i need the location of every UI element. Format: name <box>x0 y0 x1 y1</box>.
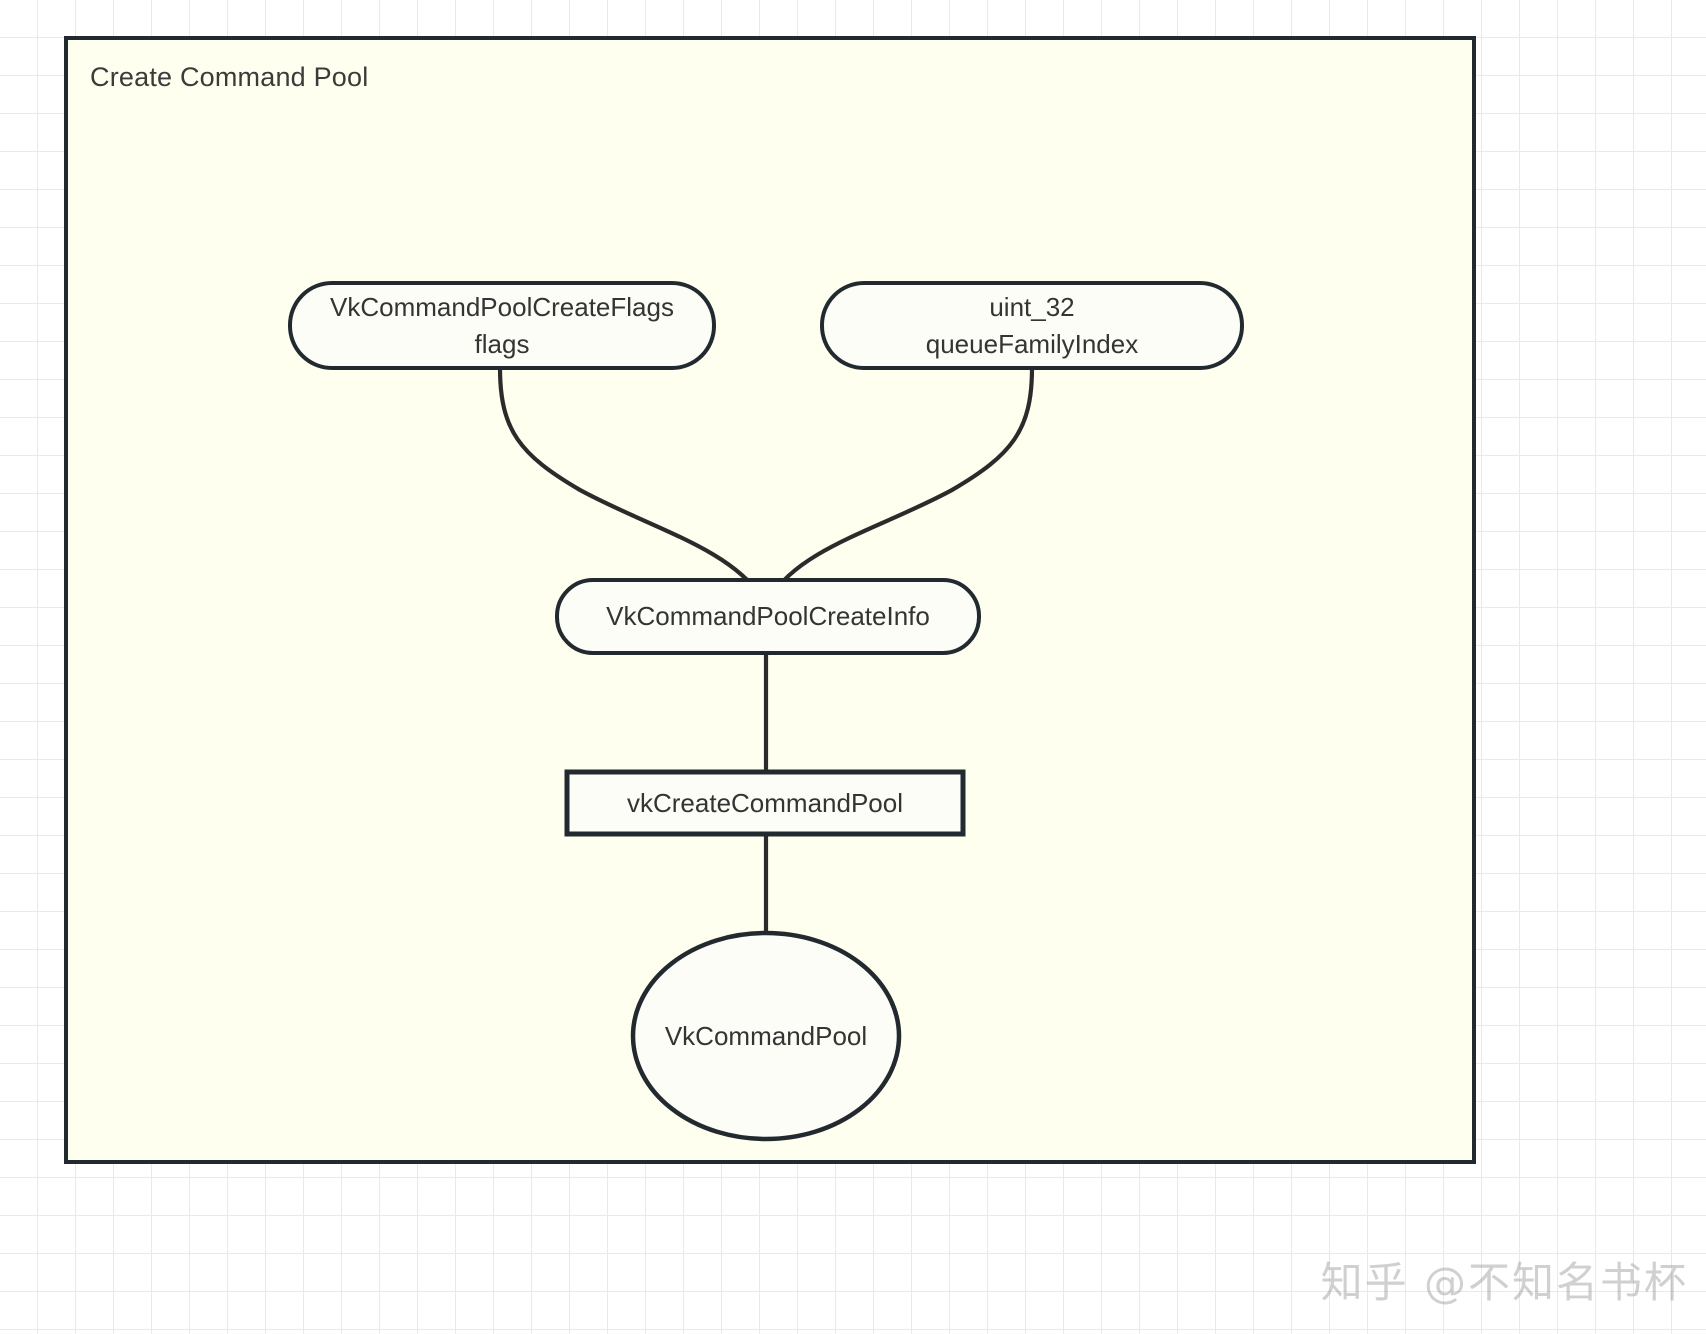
cluster-title: Create Command Pool <box>90 62 369 92</box>
watermark: 知乎 @不知名书杯 <box>1320 1258 1688 1307</box>
diagram-cluster-frame <box>64 36 1476 1164</box>
